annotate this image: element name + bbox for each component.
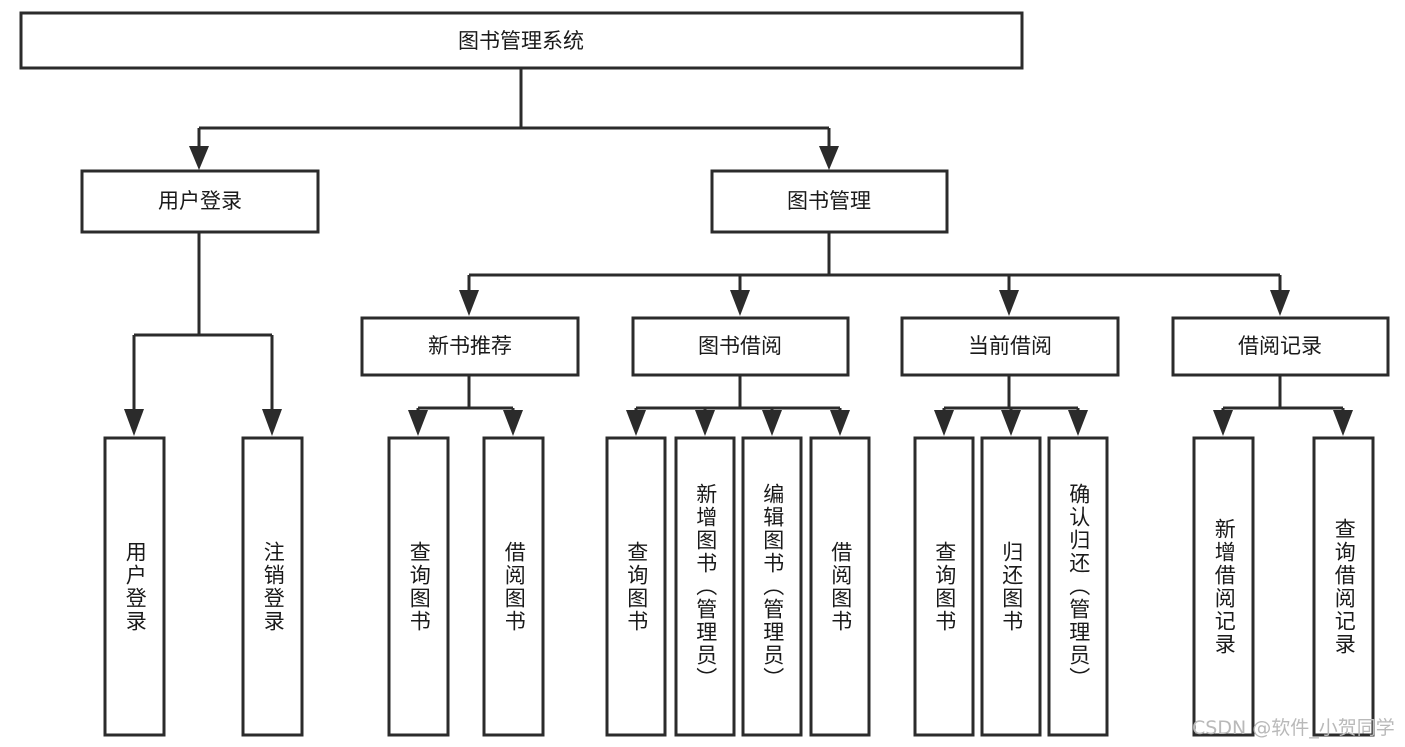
connector-group [124,68,1353,436]
leaf-box-query-book-3[interactable] [913,436,975,737]
node-new-book-recommend-label: 新书推荐 [428,334,512,358]
node-root-title[interactable]: 图书管理系统 [19,11,1024,70]
arrow-head-borrow-record [1270,290,1290,316]
arrow-head-current-borrow [999,290,1019,316]
leaf-box-user-login[interactable] [103,436,166,737]
arrow-head-book-manage [819,146,839,170]
arrow-head-leaf-logout [262,409,282,436]
node-current-borrow-box[interactable] [900,316,1120,377]
node-book-manage-box[interactable] [710,169,949,234]
arrow-head-user-login [189,146,209,170]
leaf-box-return-book[interactable] [980,436,1042,737]
node-book-manage[interactable]: 图书管理 [710,169,949,234]
arrow-head-leaf-query-record [1333,410,1353,436]
node-book-borrow[interactable]: 图书借阅 [631,316,850,377]
leaf-box-add-record[interactable] [1192,436,1255,737]
leaf-box-edit-book[interactable] [741,436,803,737]
arrow-head-leaf-query-book-2 [626,410,646,436]
node-current-borrow-label: 当前借阅 [968,334,1052,358]
arrow-head-leaf-edit-book [762,410,782,436]
arrow-head-leaf-user-login [124,409,144,436]
node-borrow-record-label: 借阅记录 [1238,334,1322,358]
arrow-head-leaf-add-record [1213,410,1233,436]
leaf-box-confirm-return[interactable] [1047,436,1109,737]
node-user-login-box[interactable] [80,169,320,234]
arrow-head-leaf-confirm-return [1068,410,1088,436]
leaf-box-query-book-1[interactable] [387,436,450,737]
leaf-box-logout[interactable] [241,436,304,737]
arrow-head-leaf-return-book [1001,410,1021,436]
leaf-box-add-book[interactable] [674,436,736,737]
leaf-box-group [103,436,1375,737]
arrow-head-leaf-query-book-1 [408,410,428,436]
node-book-borrow-box[interactable] [631,316,850,377]
arrow-head-leaf-borrow-book-1 [503,410,523,436]
arrow-head-new-book-recommend [459,290,479,316]
node-current-borrow[interactable]: 当前借阅 [900,316,1120,377]
arrow-head-leaf-borrow-book-2 [830,410,850,436]
leaf-box-query-record[interactable] [1312,436,1375,737]
leaf-box-query-book-2[interactable] [605,436,667,737]
node-borrow-record[interactable]: 借阅记录 [1171,316,1390,377]
node-new-book-recommend-box[interactable] [360,316,580,377]
node-book-borrow-label: 图书借阅 [698,334,782,358]
node-new-book-recommend[interactable]: 新书推荐 [360,316,580,377]
node-root-title-box[interactable] [19,11,1024,70]
node-user-login[interactable]: 用户登录 [80,169,320,234]
arrow-head-leaf-add-book [695,410,715,436]
node-borrow-record-box[interactable] [1171,316,1390,377]
arrow-head-leaf-query-book-3 [934,410,954,436]
node-book-manage-label: 图书管理 [787,189,871,213]
arrow-head-book-borrow [730,290,750,316]
node-root-title-label: 图书管理系统 [458,29,584,53]
leaf-box-borrow-book-1[interactable] [482,436,545,737]
node-user-login-label: 用户登录 [158,189,242,213]
leaf-box-borrow-book-2[interactable] [809,436,871,737]
